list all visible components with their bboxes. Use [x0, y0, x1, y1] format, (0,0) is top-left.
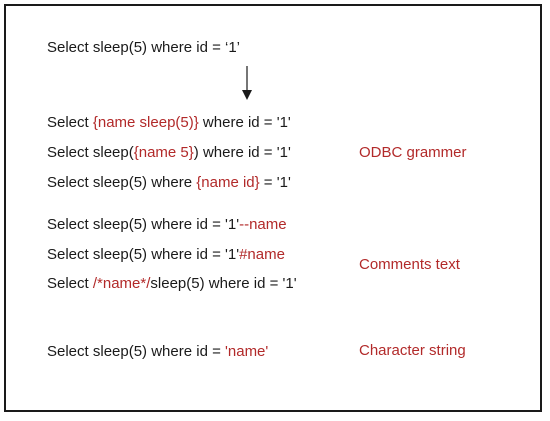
statement-text: = '1' — [259, 174, 291, 191]
injected-token: {name 5} — [133, 144, 194, 161]
odbc-statement-1: Select {name sleep(5)} where id = '1' — [47, 113, 291, 133]
statement-text: ) where id = '1' — [193, 144, 291, 161]
original-statement: Select sleep(5) where id = ‘1’ — [47, 39, 241, 56]
comment-statement-1: Select sleep(5) where id = '1'--name — [47, 215, 287, 235]
injected-token: --name — [239, 216, 287, 233]
statement-text: Select sleep(5) where id = '1' — [47, 216, 240, 233]
injected-token: {name id} — [196, 174, 260, 191]
statement-text: sleep(5) where id = '1' — [150, 275, 297, 292]
charstring-statement-1: Select sleep(5) where id = 'name' — [47, 342, 268, 362]
injected-token: #name — [239, 246, 285, 263]
comment-statement-2: Select sleep(5) where id = '1'#name — [47, 245, 285, 265]
comment-statement-3: Select /*name*/sleep(5) where id = '1' — [47, 274, 297, 294]
statement-text: Select sleep(5) where id = — [47, 343, 226, 360]
statement-text: Select sleep(5) where — [47, 174, 197, 191]
odbc-statement-2: Select sleep({name 5}) where id = '1' — [47, 143, 291, 163]
odbc-statement-3: Select sleep(5) where {name id} = '1' — [47, 173, 291, 193]
injected-token: 'name' — [225, 343, 269, 360]
injected-token: /*name*/ — [92, 275, 151, 292]
diagram-frame — [4, 4, 542, 412]
odbc-label: ODBC grammer — [359, 144, 467, 161]
injected-token: {name sleep(5)} — [92, 114, 199, 131]
statement-text: Select — [47, 275, 93, 292]
comments-label: Comments text — [359, 256, 460, 273]
charstring-label: Character string — [359, 342, 466, 359]
statement-text: where id = '1' — [198, 114, 291, 131]
statement-text: Select — [47, 114, 93, 131]
down-arrow-icon — [242, 66, 252, 100]
statement-text: Select sleep(5) where id = '1' — [47, 246, 240, 263]
statement-text: Select sleep( — [47, 144, 134, 161]
